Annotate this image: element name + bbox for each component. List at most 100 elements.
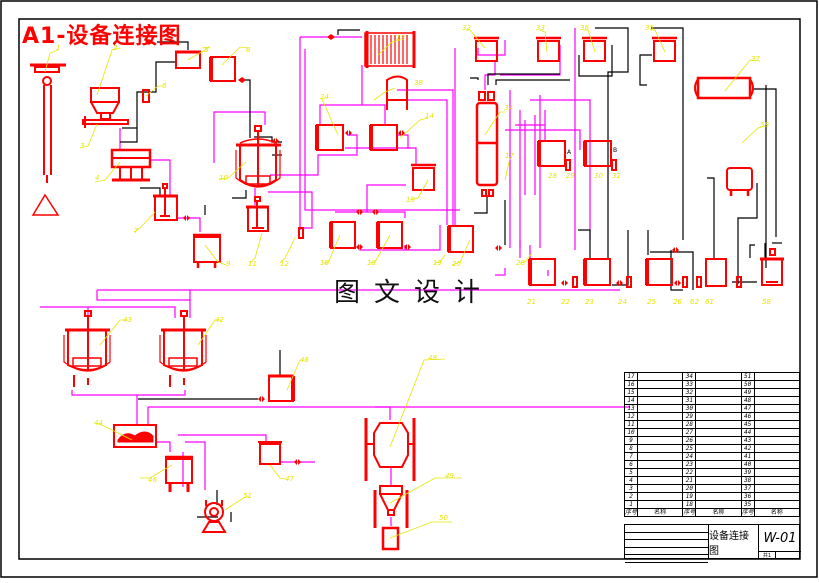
label-17: 17 [505, 152, 514, 160]
equipment-2-hopper [90, 87, 120, 120]
part-name-cell [637, 468, 684, 477]
label-43: 43 [123, 316, 132, 324]
label-24t: 24 [320, 93, 329, 101]
part-name-cell [695, 500, 742, 509]
equipment-32-tank [475, 40, 498, 62]
equipment-45-tank [268, 375, 294, 402]
part-name-cell [753, 380, 801, 389]
parts-table-header-cell: 名称 [637, 508, 684, 517]
part-number-cell: 11 [623, 420, 639, 429]
part-number-cell: 31 [682, 396, 697, 405]
part-number-cell: 35 [740, 500, 755, 509]
equipment-42-reactor [159, 310, 207, 387]
label-11: 11 [248, 260, 257, 268]
equipment [30, 31, 784, 551]
equipment-16-tank [330, 221, 356, 249]
part-number-cell: 12 [623, 412, 639, 421]
part-number-cell: 43 [740, 436, 755, 445]
label-9: 9 [226, 260, 231, 268]
title-block-sheet: 共1 [759, 552, 776, 559]
label-10: 10 [219, 174, 228, 182]
equipment-11-stirred-tank [246, 196, 269, 232]
part-number-cell: 21 [682, 476, 697, 485]
equipment-9-tank [193, 233, 221, 268]
parts-table-header-cell: 名称 [695, 508, 742, 517]
equipment-30-tank [584, 140, 612, 167]
part-number-cell: 26 [682, 436, 697, 445]
equipment-38-vessel [386, 75, 408, 110]
label-45: 45 [300, 356, 309, 364]
watermark-text: 图文设计 [334, 278, 495, 308]
equipment-58-tank [726, 167, 753, 196]
part-number-cell: 39 [740, 468, 755, 477]
equipment-31-meter [611, 159, 617, 171]
part-name-cell [695, 428, 742, 437]
equipment-29-meter [565, 159, 571, 171]
equipment-37-horizontal-tank [694, 76, 754, 100]
part-number-cell: 20 [682, 484, 697, 493]
label-50: 50 [439, 514, 448, 522]
title-block-signature-grid [625, 525, 709, 563]
part-name-cell [753, 476, 801, 485]
part-name-cell [753, 484, 801, 493]
label-24: 24 [618, 298, 627, 306]
equipment-10-reactor [235, 125, 281, 188]
part-number-cell: 36 [740, 492, 755, 501]
equipment-number-labels: 1 2 3 4 5 6 7 8 9 10 11 12 13 14 15 16 1… [56, 24, 771, 522]
part-name-cell [753, 460, 801, 469]
label-23: 23 [585, 298, 594, 306]
title-block: 设备连接图 W-01 共1 [624, 524, 801, 563]
part-name-cell [695, 404, 742, 413]
equipment-49-cyclone [373, 485, 409, 528]
label-30: 30 [594, 172, 603, 180]
part-name-cell [753, 420, 801, 429]
label-3: 3 [80, 142, 84, 150]
equipment-4-press [110, 148, 152, 182]
equipment-62-meter [696, 276, 702, 288]
label-14: 14 [425, 112, 434, 120]
part-name-cell [695, 452, 742, 461]
equipment-44-filter [113, 424, 157, 448]
inner-frame [18, 18, 801, 560]
part-number-cell: 5 [623, 468, 639, 477]
part-name-cell [753, 500, 801, 509]
part-number-cell: 42 [740, 444, 755, 453]
part-name-cell [753, 436, 801, 445]
equipment-46-tank [165, 455, 193, 492]
equipment-47-tank [259, 443, 281, 465]
label-48: 48 [428, 354, 437, 362]
part-number-cell: 13 [623, 404, 639, 413]
part-name-cell [637, 476, 684, 485]
part-number-cell: 51 [740, 372, 755, 381]
equipment-20-tank [448, 225, 474, 253]
stream-note-a: A [567, 149, 572, 156]
label-31: 31 [612, 172, 621, 180]
equipment-23-tank [584, 258, 611, 286]
label-19: 19 [433, 259, 442, 267]
part-number-cell: 47 [740, 404, 755, 413]
part-number-cell: 41 [740, 452, 755, 461]
part-number-cell: 29 [682, 412, 697, 421]
part-name-cell [695, 460, 742, 469]
part-number-cell: 40 [740, 460, 755, 469]
part-number-cell: 2 [623, 492, 639, 501]
part-number-cell: 15 [623, 388, 639, 397]
part-name-cell [695, 476, 742, 485]
part-name-cell [695, 444, 742, 453]
equipment-3-feeder [82, 116, 129, 128]
label-49: 49 [445, 472, 454, 480]
label-51: 51 [243, 492, 252, 500]
label-58b: 58 [762, 298, 771, 306]
equipment-61-tank [705, 258, 727, 287]
